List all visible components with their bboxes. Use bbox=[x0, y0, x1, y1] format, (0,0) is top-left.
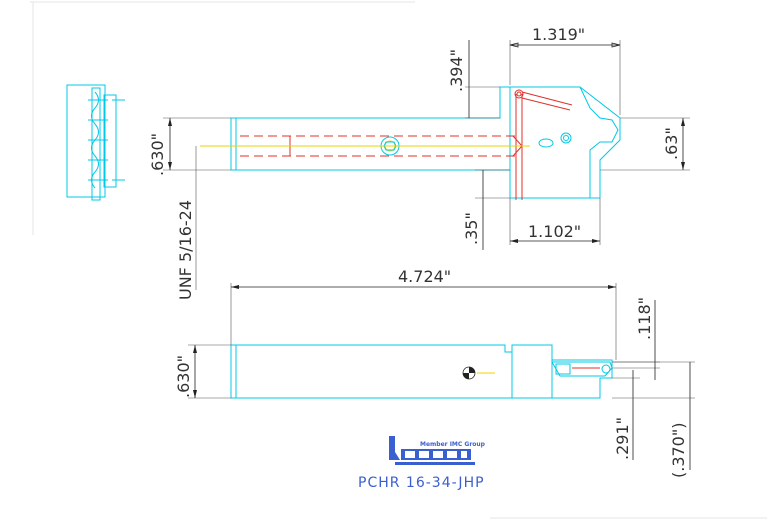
front-view-dimensions: 4.724" .630" .118" .291" (.370") bbox=[174, 267, 695, 478]
dim-4724-label: 4.724" bbox=[398, 267, 451, 286]
end-view-flange bbox=[103, 94, 117, 188]
end-view-body bbox=[66, 84, 106, 198]
top-view-outline bbox=[230, 86, 621, 199]
top-view-dimensions: 1.319" .394" .630" .63" .35" 1.102" bbox=[148, 25, 690, 300]
dim-630-bottom-label: .630" bbox=[174, 355, 193, 398]
logo-tagline: Member IMC Group bbox=[420, 441, 486, 448]
dim-1319-label: 1.319" bbox=[532, 25, 585, 44]
end-view bbox=[66, 84, 125, 201]
thread-label: UNF 5/16-24 bbox=[176, 200, 195, 300]
dim-630-top-label: .630" bbox=[148, 133, 167, 176]
dim-63-label: .63" bbox=[662, 127, 681, 160]
iscar-logo: Member IMC Group bbox=[389, 436, 486, 465]
dim-1102-label: 1.102" bbox=[528, 222, 581, 241]
part-number: PCHR 16-34-JHP bbox=[358, 475, 485, 491]
front-view bbox=[230, 344, 613, 399]
dim-118-label: .118" bbox=[635, 297, 654, 340]
top-view bbox=[200, 86, 621, 200]
dim-291-label: .291" bbox=[613, 417, 632, 460]
dim-394-label: .394" bbox=[447, 49, 466, 92]
front-view-outline bbox=[230, 344, 613, 399]
dim-370-label: (.370") bbox=[669, 423, 688, 478]
dim-35-label: .35" bbox=[462, 212, 481, 245]
